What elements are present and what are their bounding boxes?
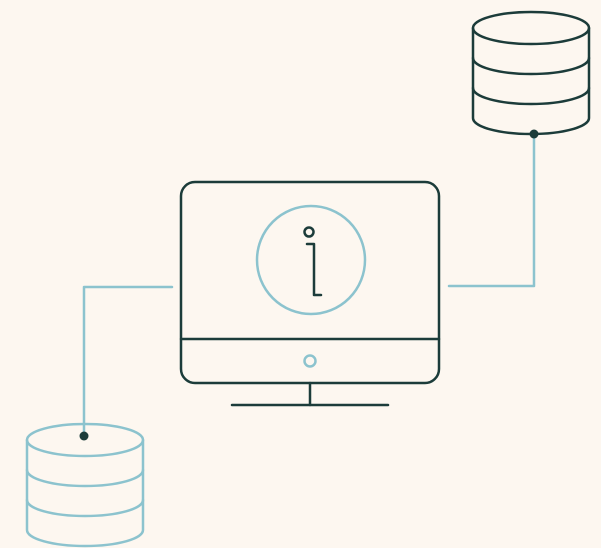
power-button-icon [303, 354, 317, 368]
database-icon-bottom-left [25, 422, 145, 548]
info-stem [305, 242, 323, 297]
connector-right [447, 132, 536, 288]
info-icon [255, 204, 367, 316]
monitor-icon [179, 180, 441, 407]
connector-node-right [529, 129, 539, 139]
info-circle [255, 204, 367, 316]
info-dot [303, 226, 315, 238]
connector-node-left [79, 431, 89, 441]
connector-left [82, 285, 174, 438]
